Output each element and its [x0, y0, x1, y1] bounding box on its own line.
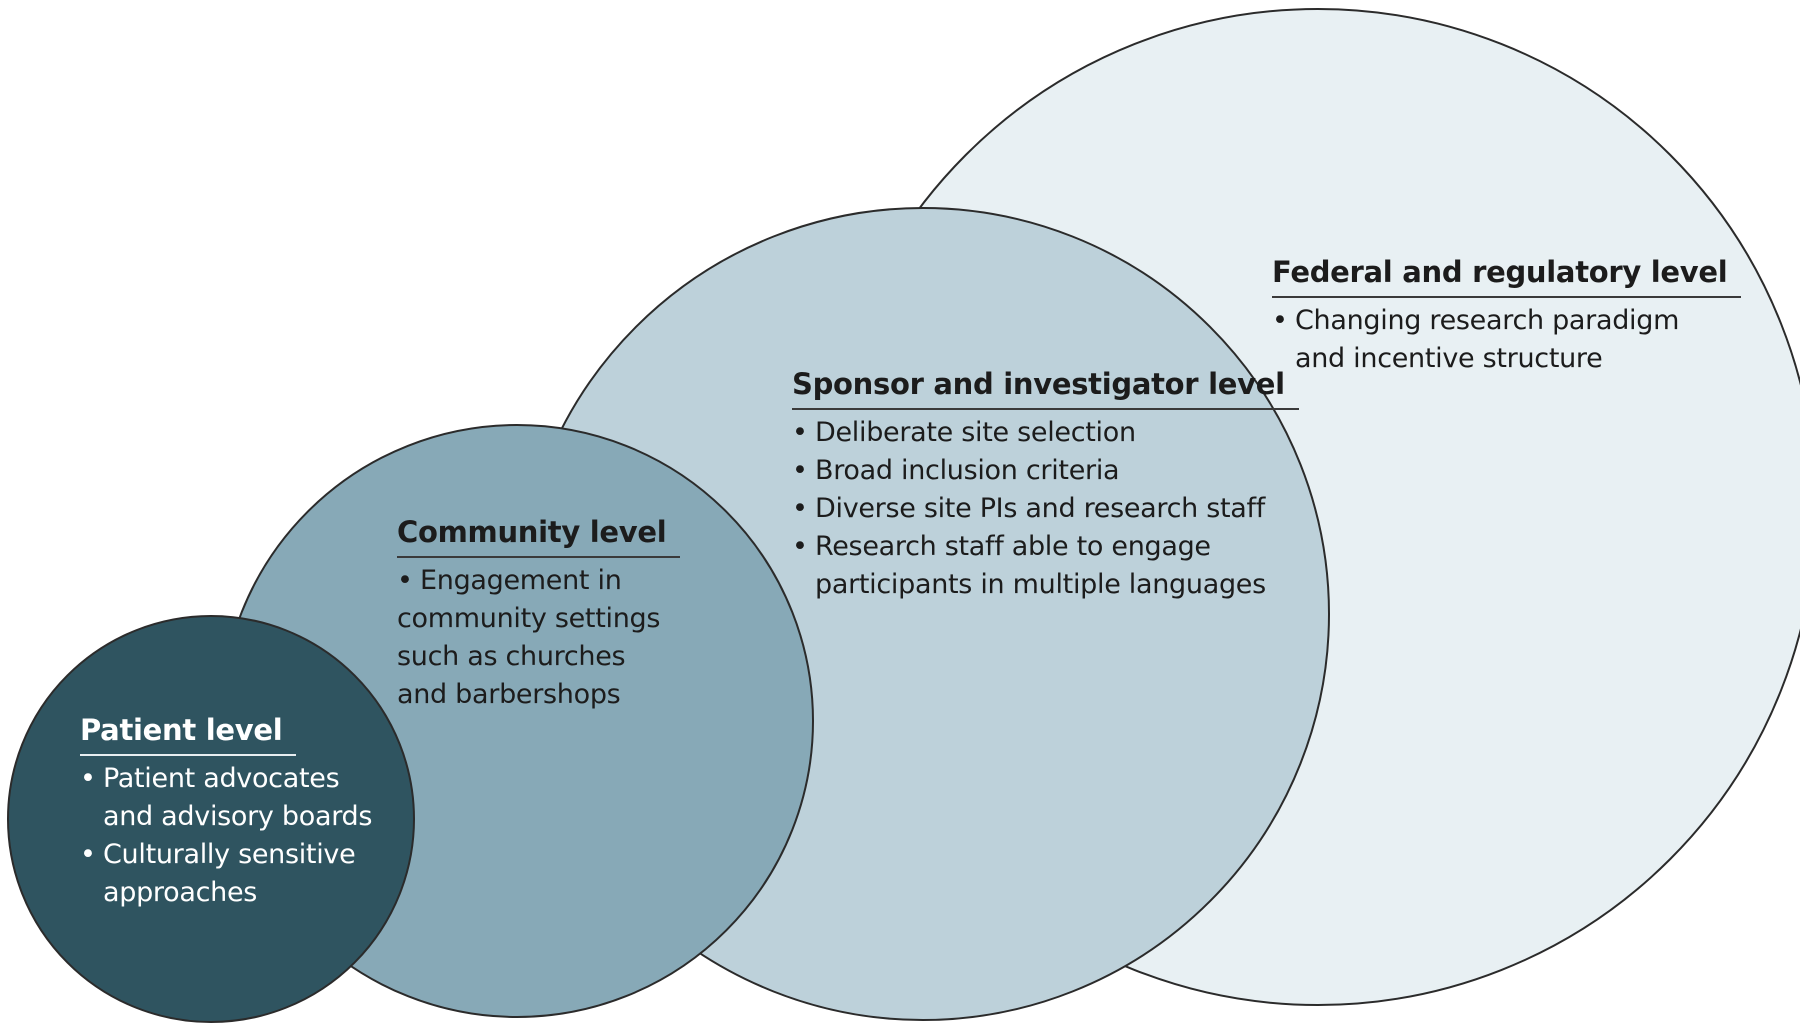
community-level-item: Engagement in — [397, 562, 680, 600]
sponsor-level-panel: Sponsor and investigator level Deliberat… — [792, 364, 1299, 604]
federal-level-list: Changing research paradigm and incentive… — [1272, 302, 1741, 378]
sponsor-level-item-continuation: participants in multiple languages — [815, 569, 1266, 600]
federal-level-panel: Federal and regulatory level Changing re… — [1272, 252, 1742, 378]
federal-level-heading: Federal and regulatory level — [1272, 252, 1742, 298]
sponsor-level-list: Deliberate site selection Broad inclusio… — [792, 414, 1299, 604]
patient-level-panel: Patient level Patient advocates and advi… — [80, 710, 372, 912]
sponsor-level-item: Deliberate site selection — [792, 414, 1299, 452]
patient-level-list: Patient advocates and advisory boards Cu… — [80, 760, 372, 912]
community-level-panel: Community level Engagement in community … — [397, 512, 681, 714]
federal-level-item-continuation: and incentive structure — [1295, 343, 1603, 374]
patient-level-item-continuation: approaches — [103, 877, 258, 908]
community-level-heading: Community level — [397, 512, 681, 558]
patient-level-circle — [7, 615, 415, 1023]
patient-level-item: Culturally sensitive — [80, 836, 372, 874]
sponsor-level-item: Broad inclusion criteria — [792, 452, 1299, 490]
patient-level-heading: Patient level — [80, 710, 297, 756]
patient-level-item: Patient advocates — [80, 760, 372, 798]
community-level-item-continuation: community settings — [397, 603, 661, 634]
community-level-item-continuation: and barbershops — [397, 679, 621, 710]
community-level-list: Engagement in community settings such as… — [397, 562, 680, 714]
patient-level-item-continuation: and advisory boards — [103, 801, 373, 832]
community-level-item-continuation: such as churches — [397, 641, 626, 672]
sponsor-level-item: Diverse site PIs and research staff — [792, 490, 1299, 528]
sponsor-level-item: Research staff able to engage — [792, 528, 1299, 566]
sponsor-level-heading: Sponsor and investigator level — [792, 364, 1299, 410]
federal-level-item: Changing research paradigm — [1272, 302, 1741, 340]
